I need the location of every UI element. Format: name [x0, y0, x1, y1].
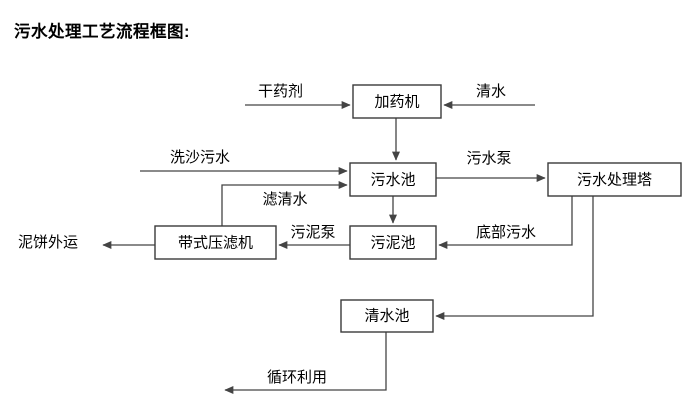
node-qingshuichi-label: 清水池: [364, 307, 409, 324]
node-qingshuichi[interactable]: 清水池: [340, 299, 434, 333]
edge-label-lvqingshui: 滤清水: [262, 191, 307, 208]
node-wunichi-label: 污泥池: [370, 234, 415, 251]
node-wushuichi-box: [349, 162, 437, 197]
node-daishiyaluji-label: 带式压滤机: [178, 234, 253, 251]
label-xishawushui: 洗沙污水: [170, 149, 230, 166]
node-wushuichi-label: 污水池: [370, 171, 415, 188]
edge-yaluji-to-wushuichi: [221, 180, 348, 226]
node-jiayaoji-label: 加药机: [374, 93, 419, 110]
label-nibingwaiyun: 泥饼外运: [18, 234, 78, 251]
node-jiayaoji[interactable]: 加药机: [352, 84, 442, 119]
node-jiayaoji-box: [352, 84, 442, 119]
node-wunichi[interactable]: 污泥池: [349, 225, 437, 260]
edge-label-wushuibeng: 污水泵: [466, 150, 511, 167]
edge-label-wunibeng: 污泥泵: [290, 224, 335, 241]
page-title: 污水处理工艺流程框图:: [14, 23, 190, 41]
node-wushuichuliita-box: [547, 162, 682, 197]
node-wushuichi[interactable]: 污水池: [349, 162, 437, 197]
node-wushuichuliita[interactable]: 污水处理塔: [547, 162, 682, 197]
node-wunichi-box: [349, 225, 437, 260]
label-ganyaoji: 干药剂: [258, 83, 303, 100]
node-daishiyaluji-box: [154, 225, 277, 260]
edge-qingshuichi-to-xunhuanliyong: [224, 332, 387, 395]
label-qingshui: 清水: [476, 83, 506, 100]
node-daishiyaluji[interactable]: 带式压滤机: [154, 225, 277, 260]
node-qingshuichi-box: [340, 299, 434, 333]
node-wushuichuliita-label: 污水处理塔: [577, 171, 652, 188]
edge-label-dibuwushui: 底部污水: [476, 224, 536, 241]
edge-wushuita-to-qingshuichi: [435, 196, 594, 321]
edge-label-xunhuanliyong: 循环利用: [267, 369, 327, 386]
edge-wushuita-to-wunichi: [438, 196, 573, 250]
